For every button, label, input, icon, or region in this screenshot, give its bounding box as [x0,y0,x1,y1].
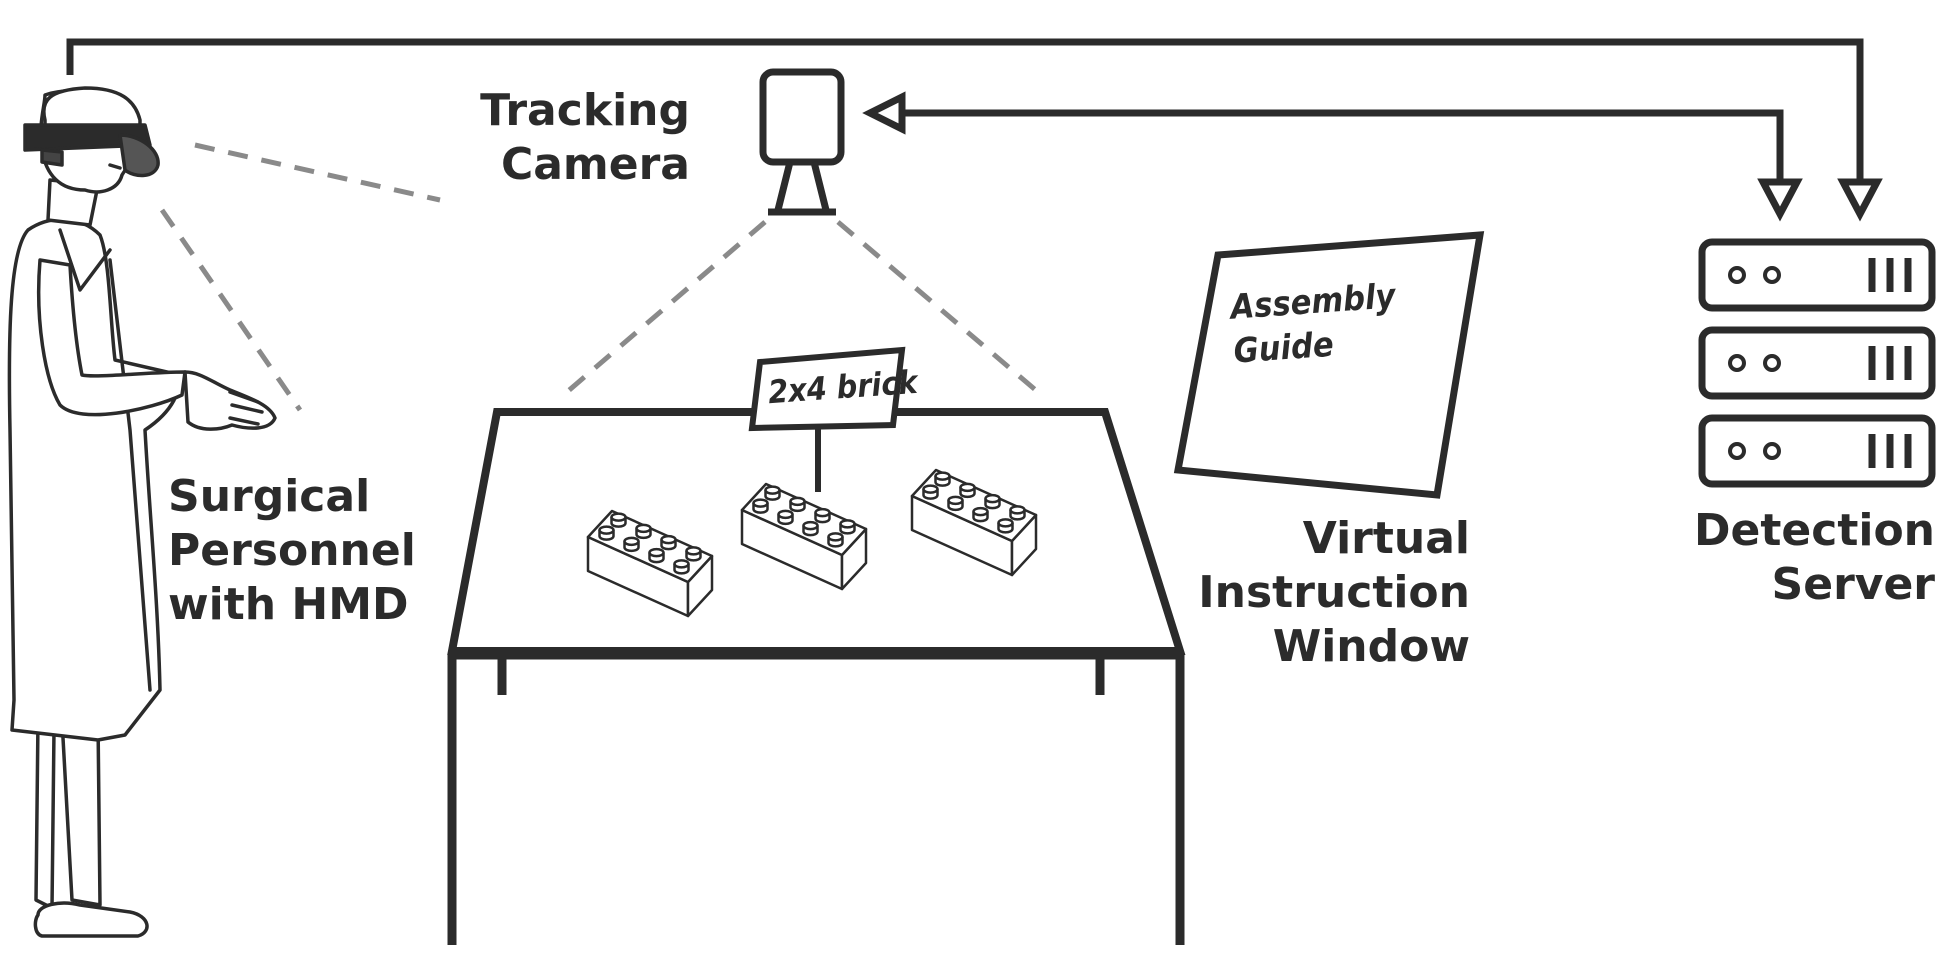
brick-stud [660,534,677,545]
brick-stud [635,523,652,534]
brick-stud [623,536,640,547]
tracking-camera-label: Tracking Camera [460,84,690,192]
hmd-to-server-line [66,38,1864,190]
tracking-camera-icon [759,68,845,216]
hmd-gaze-lines [159,142,441,412]
detection-server-label-line: Server [1771,559,1935,610]
detection-server-icon [1698,238,1936,488]
arrowhead-server-left [1757,178,1803,222]
brick-stud [673,559,690,569]
server-unit-2 [1698,326,1936,400]
connection-arrows [66,38,1883,222]
brick-stud [984,493,1001,504]
server-unit-3 [1698,414,1936,488]
brick-stud [959,482,976,493]
lego-brick [740,482,868,591]
camera-field-of-view [558,220,1047,400]
virtual-instruction-window-label-line: Window [1272,621,1470,672]
brick-stud [752,498,769,508]
brick-stud [764,485,781,495]
brick-tag-sign [748,346,906,492]
brick-stud [802,520,819,531]
brick-stud [827,532,844,542]
brick-stud [814,507,831,518]
surgical-personnel-label: Surgical Personnel with HMD [168,470,416,632]
lego-bricks [586,468,1038,618]
brick-stud [934,471,951,481]
surgical-personnel-label-line: Surgical [168,471,371,522]
brick-stud [997,518,1014,528]
brick-stud [610,512,627,522]
window-guide-text: Assembly Guide [1229,274,1400,373]
virtual-instruction-window-label-line: Virtual [1302,513,1470,564]
server-unit-1 [1698,238,1936,312]
tracking-camera-label-line: Camera [500,139,690,190]
lego-brick [910,468,1038,577]
brick-stud [685,546,702,556]
brick-stud [789,496,806,507]
brick-stud [598,525,615,535]
detection-server-label-line: Detection [1694,505,1935,556]
virtual-instruction-window-label-line: Instruction [1198,567,1470,618]
brick-stud [777,509,794,520]
virtual-instruction-window [1173,231,1485,499]
tracking-camera-label-line: Tracking [480,85,690,136]
surgical-personnel-figure [7,86,277,938]
brick-stud [922,484,939,494]
brick-stud [839,519,856,529]
arrowhead-camera [862,91,906,135]
brick-stud [648,547,665,558]
lego-brick [586,509,714,618]
brick-stud [1009,505,1026,515]
surgical-personnel-label-line: Personnel [168,525,416,576]
detection-server-label: Detection Server [1660,504,1935,612]
brick-stud [947,495,964,506]
surgical-personnel-label-line: with HMD [168,579,409,630]
arrowhead-server-right [1837,178,1883,222]
brick-stud [972,506,989,517]
virtual-instruction-window-label: Virtual Instruction Window [1170,512,1470,674]
server-camera-line [900,109,1784,190]
